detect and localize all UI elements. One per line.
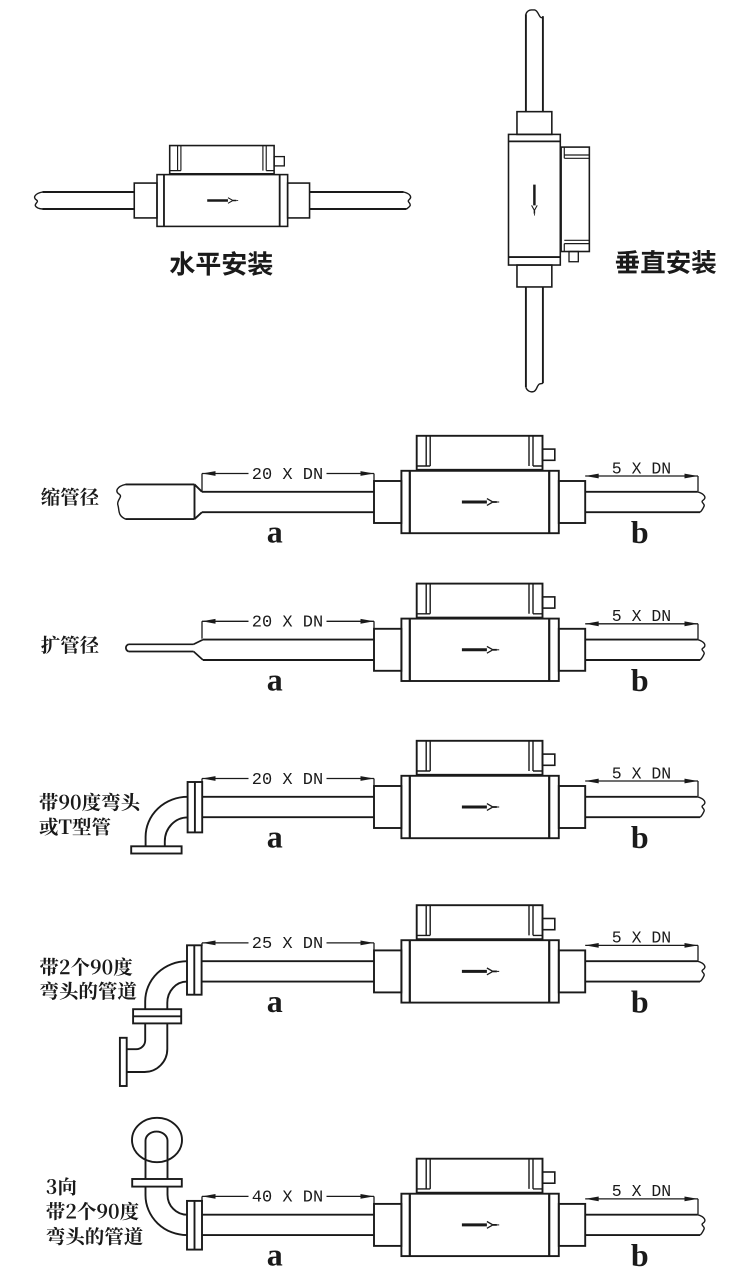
svg-text:40 X DN: 40 X DN xyxy=(252,1189,323,1208)
svg-text:5 X DN: 5 X DN xyxy=(612,764,671,783)
svg-text:20 X DN: 20 X DN xyxy=(252,614,323,633)
svg-text:b: b xyxy=(631,514,649,550)
svg-text:a: a xyxy=(267,983,283,1019)
svg-text:b: b xyxy=(631,819,649,855)
svg-text:5 X DN: 5 X DN xyxy=(612,929,671,948)
svg-text:25 X DN: 25 X DN xyxy=(252,935,323,954)
svg-text:b: b xyxy=(631,983,649,1019)
svg-text:5 X DN: 5 X DN xyxy=(612,1182,671,1201)
svg-text:b: b xyxy=(631,1237,649,1273)
svg-text:b: b xyxy=(631,662,649,698)
svg-text:20 X DN: 20 X DN xyxy=(252,771,323,790)
svg-text:a: a xyxy=(267,819,283,855)
svg-text:20 X DN: 20 X DN xyxy=(252,466,323,485)
svg-text:5 X DN: 5 X DN xyxy=(612,607,671,626)
svg-text:a: a xyxy=(267,514,283,550)
svg-text:a: a xyxy=(267,661,283,697)
svg-text:5 X DN: 5 X DN xyxy=(612,459,671,478)
svg-text:a: a xyxy=(267,1237,283,1273)
